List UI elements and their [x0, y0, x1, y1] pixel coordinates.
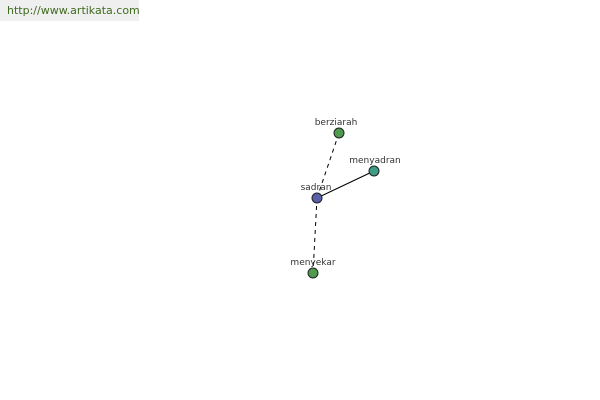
- node-menyekar[interactable]: [307, 267, 319, 279]
- node-sadran[interactable]: [311, 192, 323, 204]
- label-sadran[interactable]: sadran: [301, 183, 332, 193]
- edge-sadran-menyadran: [316, 170, 375, 199]
- node-menyadran[interactable]: [368, 165, 380, 177]
- label-menyadran[interactable]: menyadran: [349, 156, 400, 166]
- edge-sadran-berziarah: [316, 132, 340, 199]
- label-berziarah[interactable]: berziarah: [315, 118, 358, 128]
- node-berziarah[interactable]: [333, 127, 345, 139]
- label-menyekar[interactable]: menyekar: [290, 258, 335, 268]
- artikata-url-link[interactable]: http://www.artikata.com: [0, 0, 140, 21]
